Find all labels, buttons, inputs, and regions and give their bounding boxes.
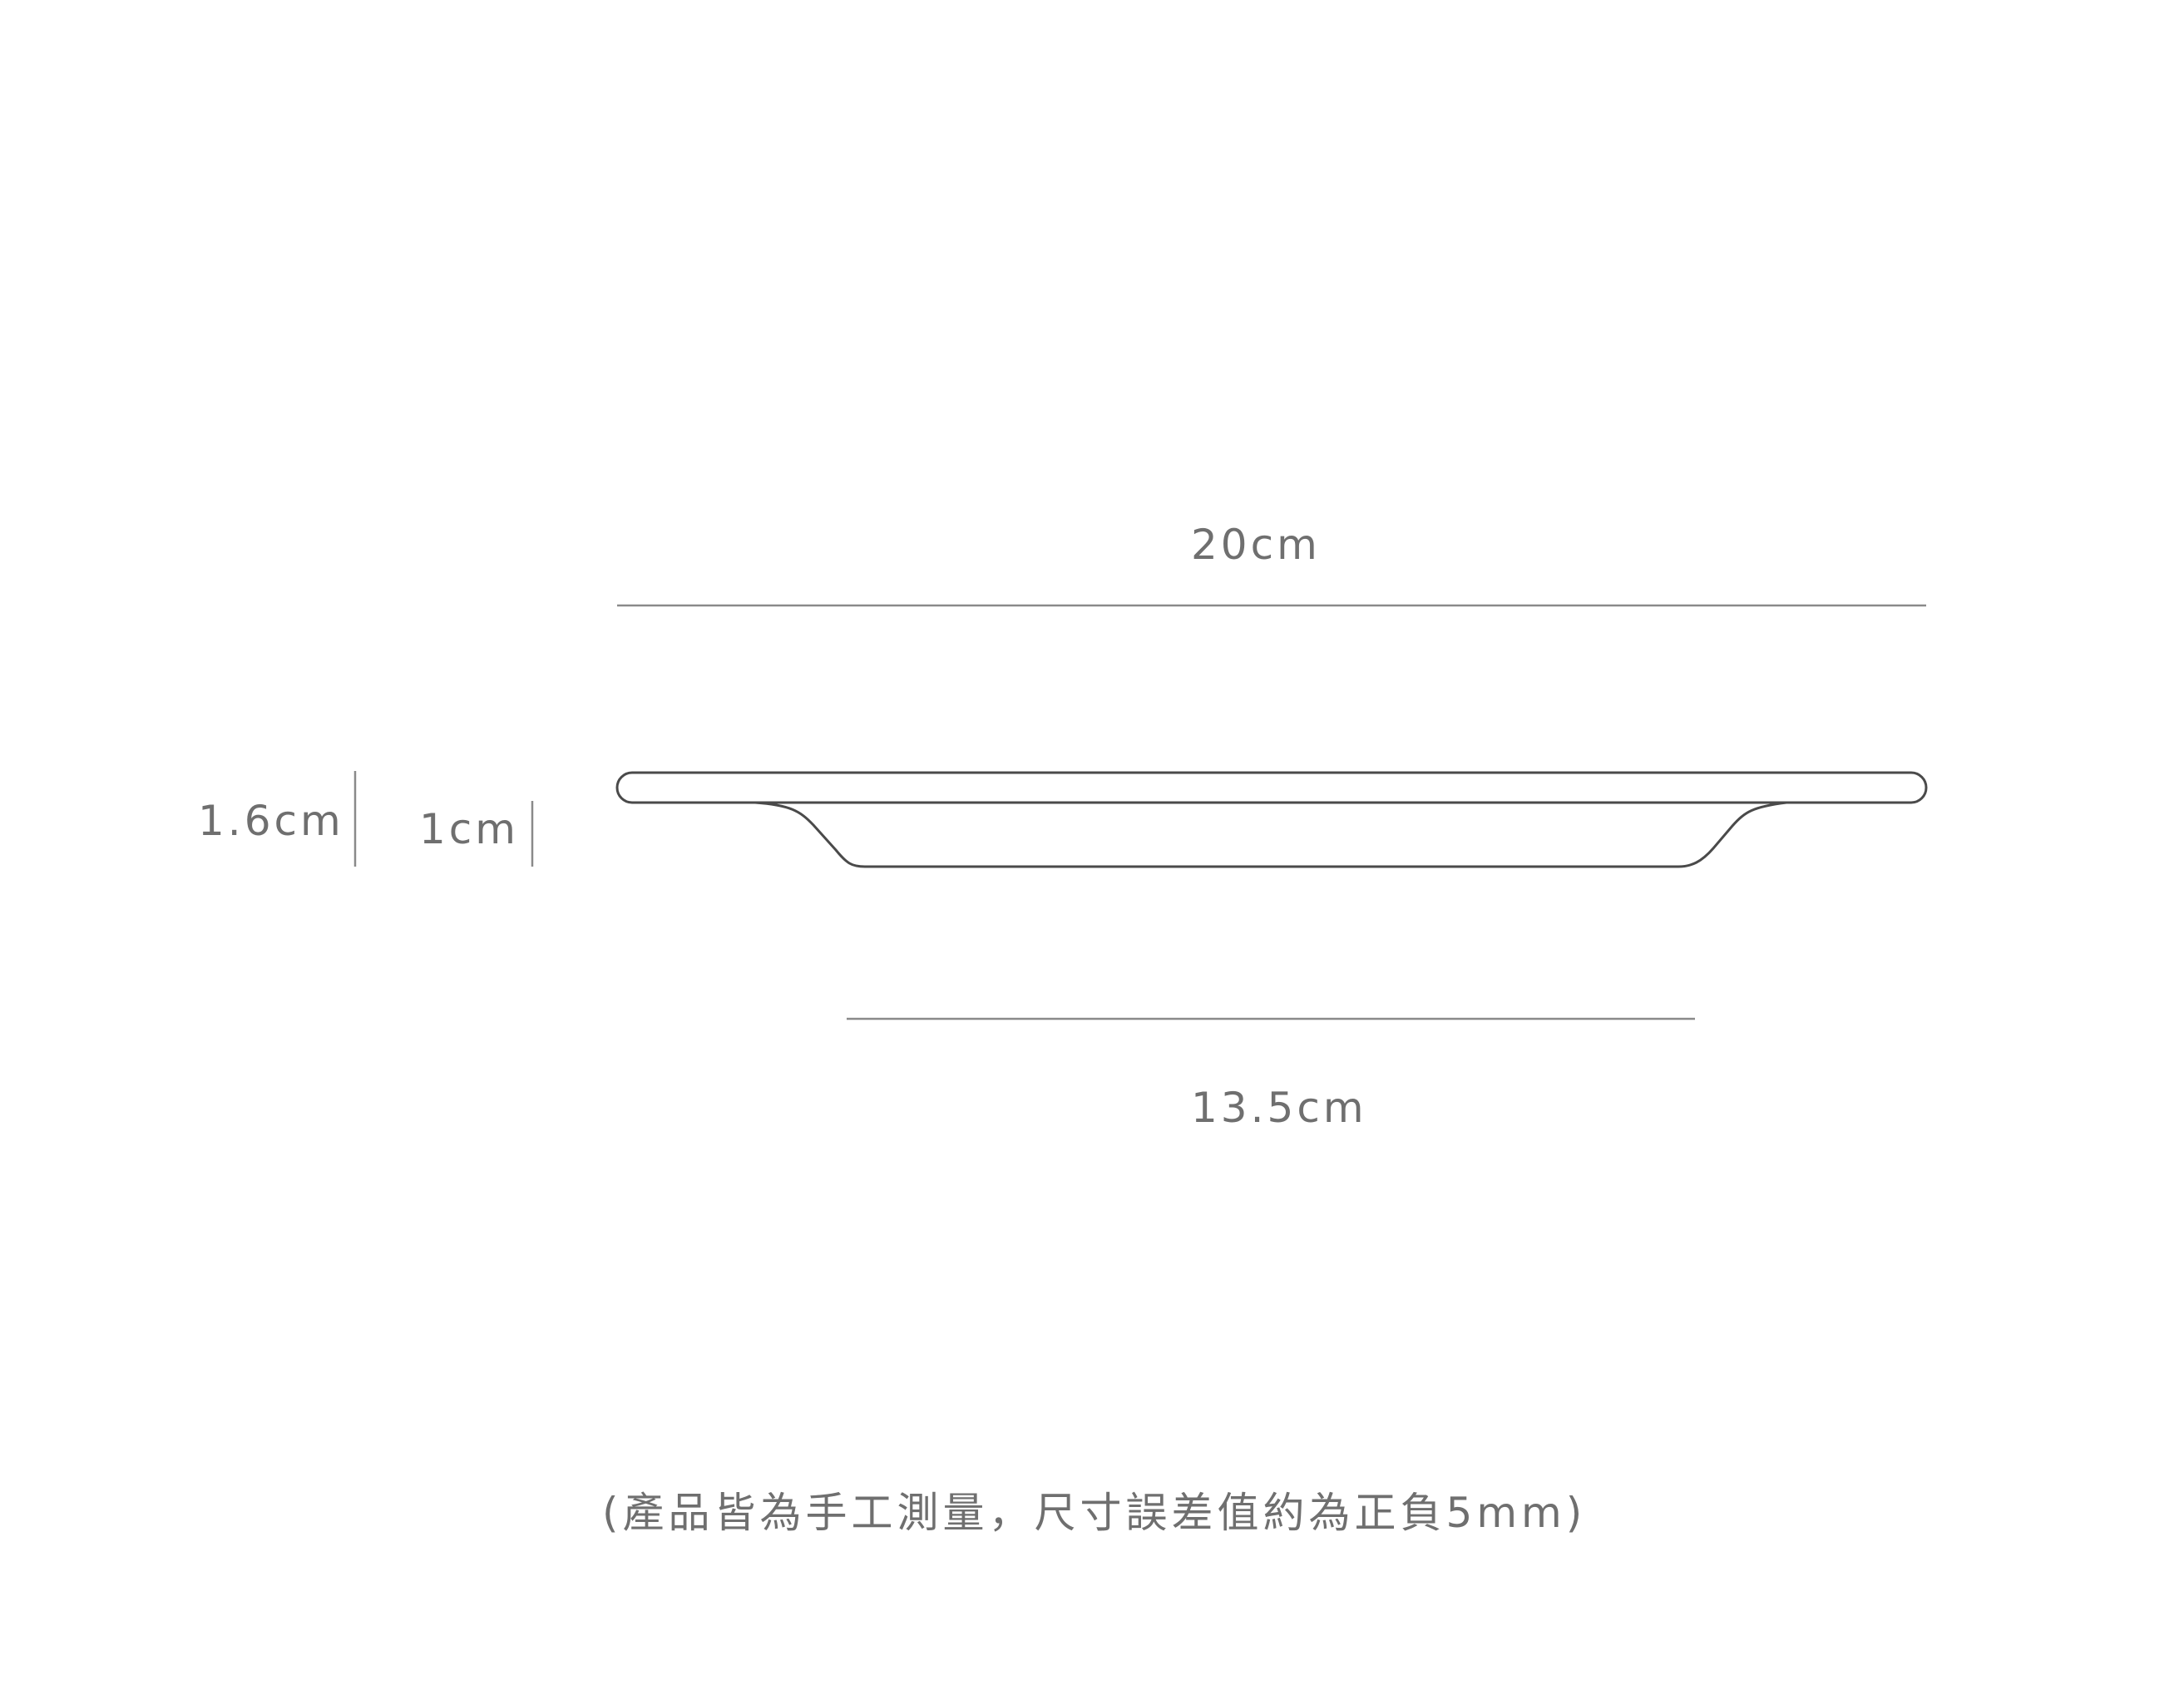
depth-label: 1cm	[419, 805, 520, 853]
plate-body	[754, 801, 1787, 868]
diameter-label: 20cm	[1191, 521, 1321, 569]
base-diameter-label: 13.5cm	[1191, 1084, 1367, 1132]
total-height-label: 1.6cm	[198, 797, 344, 845]
plate-rim	[615, 771, 1928, 804]
measurement-note: (產品皆為手工測量，尺寸誤差值約為正負5mm)	[602, 1489, 1587, 1537]
